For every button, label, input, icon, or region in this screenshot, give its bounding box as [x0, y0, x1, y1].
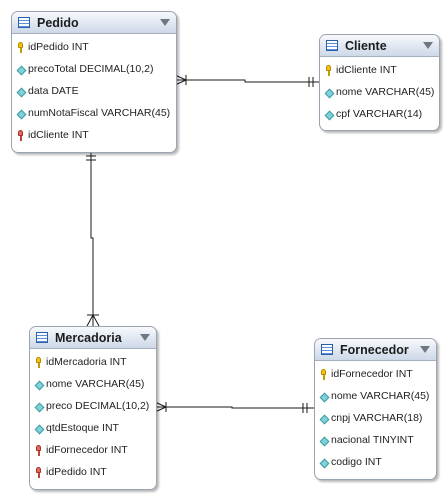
column-icon	[35, 401, 42, 412]
table-header[interactable]: Mercadoria	[30, 327, 156, 349]
column-row[interactable]: idMercadoria INT	[30, 351, 156, 373]
column-icon	[17, 64, 24, 75]
column-row[interactable]: qtdEstoque INT	[30, 417, 156, 439]
column-row[interactable]: idCliente INT	[320, 59, 439, 81]
column-label: idFornecedor INT	[331, 368, 413, 380]
column-label: idCliente INT	[336, 64, 397, 76]
column-label: cnpj VARCHAR(18)	[331, 412, 423, 424]
primary-key-icon	[17, 41, 24, 53]
column-label: idPedido INT	[28, 41, 89, 53]
table-pedido[interactable]: Pedido idPedido INT precoTotal DECIMAL(1…	[11, 11, 177, 153]
column-icon	[17, 86, 24, 97]
table-title: Cliente	[345, 38, 387, 53]
column-icon	[35, 379, 42, 390]
column-row[interactable]: precoTotal DECIMAL(10,2)	[12, 58, 176, 80]
column-label: nome VARCHAR(45)	[331, 390, 430, 402]
column-row[interactable]: preco DECIMAL(10,2)	[30, 395, 156, 417]
column-icon	[320, 457, 327, 468]
column-label: idCliente INT	[28, 129, 89, 141]
table-icon	[18, 17, 30, 28]
column-row[interactable]: idPedido INT	[12, 36, 176, 58]
foreign-key-icon	[35, 466, 42, 478]
table-icon	[326, 40, 338, 51]
table-header[interactable]: Pedido	[12, 12, 176, 34]
table-title: Mercadoria	[55, 330, 122, 345]
table-header[interactable]: Fornecedor	[315, 339, 436, 361]
column-row[interactable]: nome VARCHAR(45)	[30, 373, 156, 395]
column-row[interactable]: idPedido INT	[30, 461, 156, 483]
column-row[interactable]: nacional TINYINT	[315, 429, 436, 451]
column-icon	[320, 435, 327, 446]
table-title: Fornecedor	[340, 342, 409, 357]
column-icon	[320, 413, 327, 424]
column-icon	[35, 423, 42, 434]
column-label: precoTotal DECIMAL(10,2)	[28, 63, 154, 75]
foreign-key-icon	[17, 129, 24, 141]
column-row[interactable]: nome VARCHAR(45)	[315, 385, 436, 407]
column-row[interactable]: idFornecedor INT	[315, 363, 436, 385]
table-cliente[interactable]: Cliente idCliente INT nome VARCHAR(45) c…	[319, 34, 440, 131]
column-label: idMercadoria INT	[46, 356, 127, 368]
column-icon	[325, 109, 332, 120]
collapse-toggle-icon[interactable]	[140, 334, 150, 341]
column-label: qtdEstoque INT	[46, 422, 119, 434]
column-row[interactable]: numNotaFiscal VARCHAR(45)	[12, 102, 176, 124]
column-row[interactable]: data DATE	[12, 80, 176, 102]
collapse-toggle-icon[interactable]	[160, 19, 170, 26]
foreign-key-icon	[35, 444, 42, 456]
relationship-mercadoria-pedido[interactable]	[86, 151, 100, 327]
column-row[interactable]: cnpj VARCHAR(18)	[315, 407, 436, 429]
column-label: idPedido INT	[46, 466, 107, 478]
column-row[interactable]: idCliente INT	[12, 124, 176, 146]
column-label: nacional TINYINT	[331, 434, 414, 446]
primary-key-icon	[35, 356, 42, 368]
table-icon	[36, 332, 48, 343]
column-label: data DATE	[28, 85, 79, 97]
column-row[interactable]: nome VARCHAR(45)	[320, 81, 439, 103]
table-mercadoria[interactable]: Mercadoria idMercadoria INT nome VARCHAR…	[29, 326, 157, 490]
table-icon	[321, 344, 333, 355]
column-label: idFornecedor INT	[46, 444, 128, 456]
relationship-mercadoria-fornecedor[interactable]	[154, 401, 314, 413]
crowfoot-many-marker	[86, 314, 94, 327]
primary-key-icon	[325, 64, 332, 76]
column-row[interactable]: cpf VARCHAR(14)	[320, 103, 439, 125]
table-header[interactable]: Cliente	[320, 35, 439, 57]
table-fornecedor[interactable]: Fornecedor idFornecedor INT nome VARCHAR…	[314, 338, 437, 480]
column-row[interactable]: codigo INT	[315, 451, 436, 473]
column-label: nome VARCHAR(45)	[46, 378, 145, 390]
table-title: Pedido	[37, 15, 79, 30]
collapse-toggle-icon[interactable]	[420, 346, 430, 353]
column-label: preco DECIMAL(10,2)	[46, 400, 150, 412]
column-label: nome VARCHAR(45)	[336, 86, 435, 98]
collapse-toggle-icon[interactable]	[423, 42, 433, 49]
column-label: numNotaFiscal VARCHAR(45)	[28, 107, 171, 119]
column-label: cpf VARCHAR(14)	[336, 108, 423, 120]
column-label: codigo INT	[331, 456, 382, 468]
column-icon	[320, 391, 327, 402]
column-icon	[17, 108, 24, 119]
primary-key-icon	[320, 368, 327, 380]
relationship-pedido-cliente[interactable]	[174, 74, 319, 87]
column-row[interactable]: idFornecedor INT	[30, 439, 156, 461]
column-icon	[325, 87, 332, 98]
